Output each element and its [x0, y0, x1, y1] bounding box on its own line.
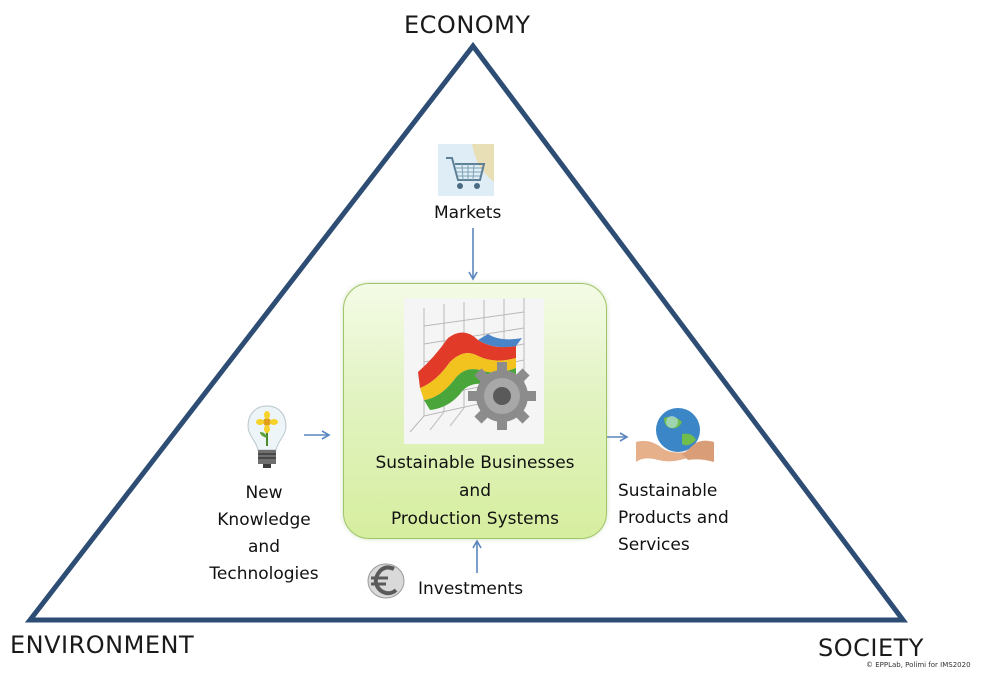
- corner-label-economy: ECONOMY: [404, 11, 531, 39]
- corner-label-society: SOCIETY: [818, 634, 924, 662]
- knowledge-label-line2: Knowledge: [217, 510, 311, 530]
- products-label-line3: Services: [618, 535, 690, 555]
- products-label: Sustainable Products and Services: [618, 478, 729, 559]
- knowledge-label-line1: New: [245, 483, 283, 503]
- center-label-line1: Sustainable Businesses: [375, 453, 575, 473]
- center-label-line2: and: [459, 481, 491, 501]
- euro-icon: [364, 559, 408, 601]
- copyright-note: © EPPLab, Polimi for IMS2020: [866, 661, 971, 669]
- products-label-line1: Sustainable: [618, 481, 718, 501]
- knowledge-label-line4: Technologies: [209, 564, 319, 584]
- center-label: Sustainable Businesses and Production Sy…: [344, 449, 606, 533]
- corner-label-environment: ENVIRONMENT: [10, 631, 195, 659]
- markets-label: Markets: [434, 203, 502, 223]
- sustainability-triangle: [24, 41, 908, 623]
- center-label-line3: Production Systems: [390, 509, 560, 529]
- knowledge-label: New Knowledge and Technologies: [194, 480, 334, 588]
- investments-label: Investments: [418, 579, 524, 599]
- chart-gear-icon: [404, 298, 544, 444]
- products-label-line2: Products and: [618, 508, 729, 528]
- lightbulb-icon: [244, 402, 290, 470]
- center-box: Sustainable Businesses and Production Sy…: [343, 283, 607, 539]
- knowledge-label-line3: and: [248, 537, 280, 557]
- shopping-cart-icon: [438, 144, 494, 196]
- globe-hands-icon: [634, 404, 716, 472]
